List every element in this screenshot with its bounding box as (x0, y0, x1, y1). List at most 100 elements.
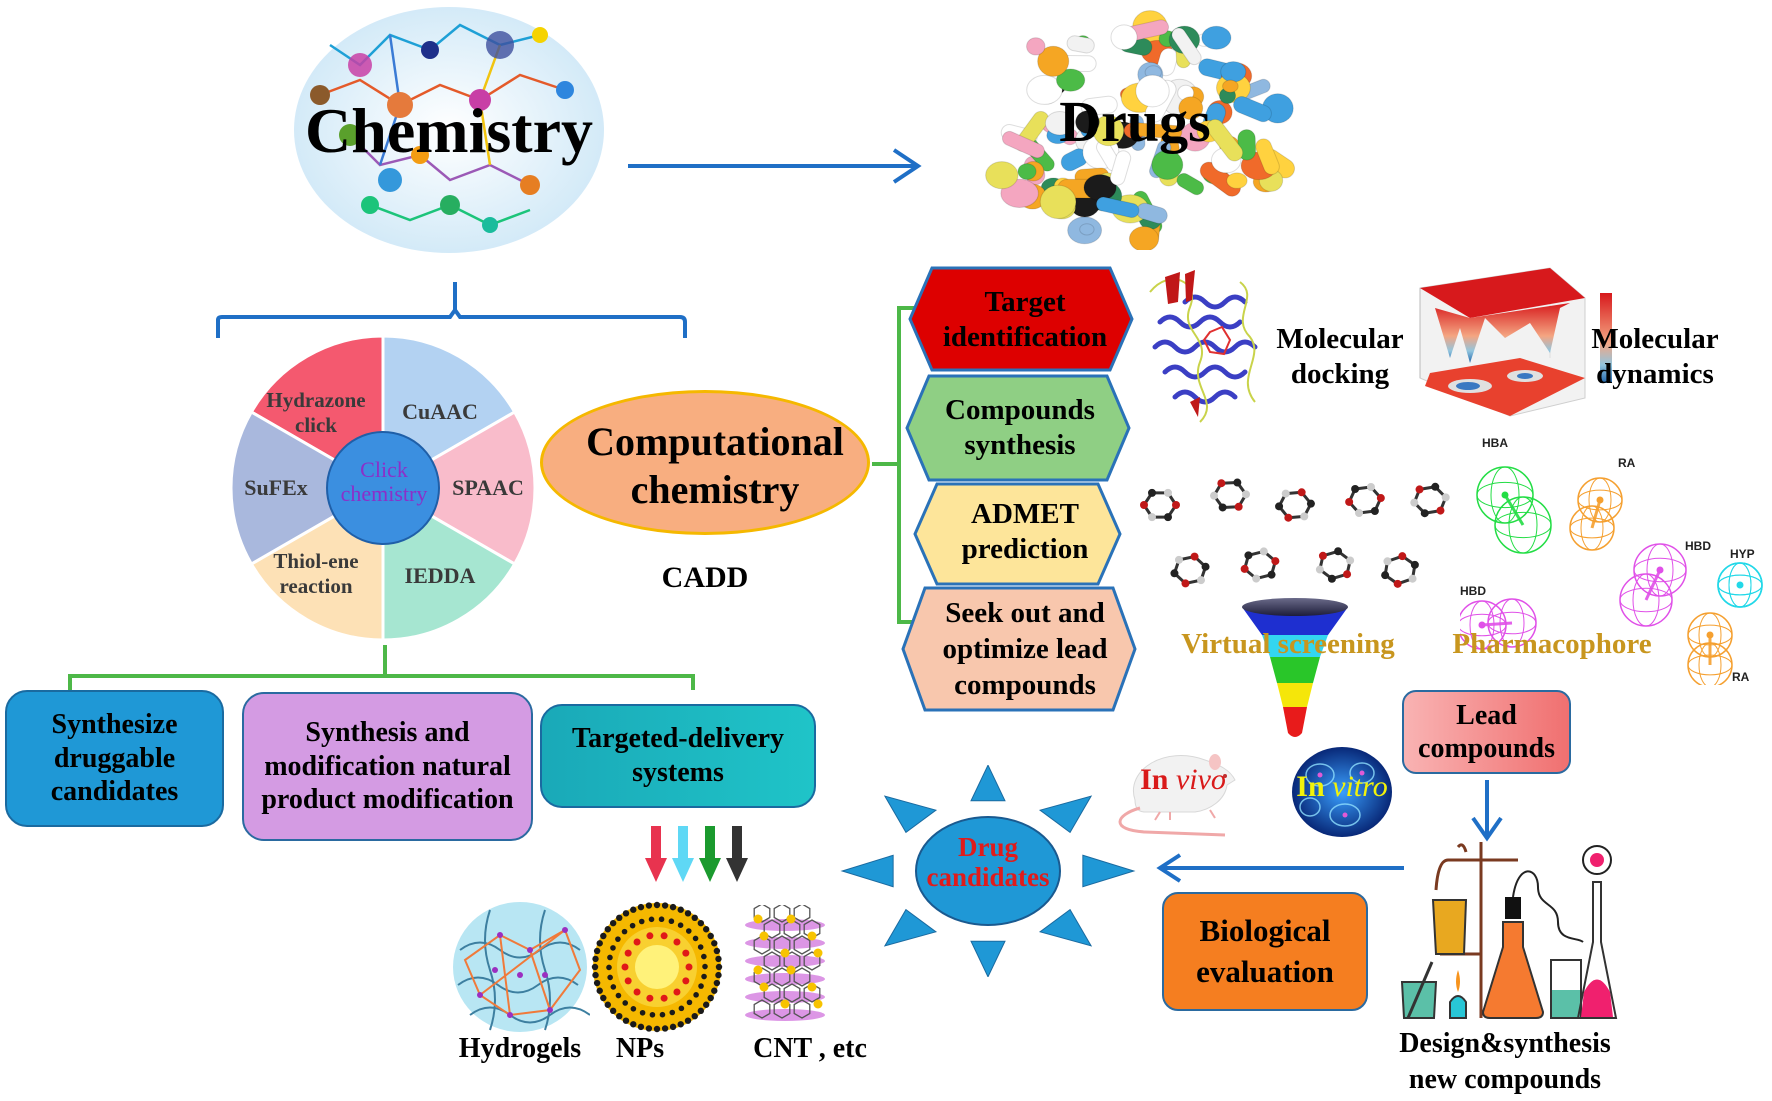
sun-ray (1038, 908, 1093, 947)
sun-ray (1082, 854, 1136, 888)
natural-product-modification-box: Synthesis and modification natural produ… (242, 692, 533, 841)
sun-center (915, 816, 1061, 926)
click-chemistry-wheel: Hydrazone click CuAAC SPAAC IEDDA Thiol-… (228, 333, 538, 643)
synthesize-druggable-candidates-box: Synthesize druggable candidates (5, 690, 224, 827)
free-energy-surface-icon (1419, 267, 1612, 417)
cnt-drug-dot (786, 965, 796, 975)
wheel-segment (229, 409, 387, 567)
natural-product-modification-label: Synthesis and modification natural produ… (261, 717, 514, 816)
chemistry-image: Chemistry (290, 5, 608, 255)
delivery-arrow-head (645, 858, 667, 882)
lead-compounds-box: Lead compounds (1402, 690, 1571, 774)
step-admet-prediction-label: ADMET prediction (961, 497, 1089, 565)
cnt-drug-dot (753, 914, 763, 924)
cadd-step-hexagon (905, 374, 1131, 482)
cadd-step-hexagon (908, 266, 1134, 372)
molecule-model (1315, 547, 1355, 583)
pharmacophore-label: Pharmacophore (1452, 628, 1652, 660)
cnt-hexagon (783, 983, 801, 1003)
step-compounds-synthesis-label: Compounds synthesis (945, 393, 1095, 461)
pharmacophore-feature-label: RA (1618, 456, 1636, 470)
delivery-arrow-shaft (705, 826, 715, 860)
wheel-label-spaac: SPAAC (452, 475, 524, 500)
targeted-delivery-systems-box: Targeted-delivery systems (540, 704, 816, 808)
molecular-dynamics-label: Molecular dynamics (1591, 323, 1719, 391)
cnt-drug-dot (780, 999, 790, 1009)
cnt-hexagon (763, 919, 781, 939)
in-vitro-italic: vitro (1332, 770, 1388, 803)
carbon-nanotube-icon (745, 903, 825, 1021)
pharmacophore-feature: HYP (1717, 547, 1763, 608)
blue-bracket (216, 282, 687, 338)
funnel-icon (1242, 598, 1348, 737)
pill-capsule (1156, 47, 1178, 77)
cadd-label: CADD (661, 561, 749, 594)
pill-tablet (1055, 68, 1086, 92)
pill-tablet (1075, 110, 1100, 134)
sun-ray (1038, 795, 1093, 834)
pharmacophore-feature-label: HYP (1730, 547, 1755, 561)
step-lead-optimization-label: Seek out and optimize lead compounds (942, 596, 1108, 702)
molecule-model (1381, 552, 1419, 588)
cnt-drug-dot (807, 931, 817, 941)
cnt-hexagon (753, 999, 771, 1019)
pills-icon (985, 10, 1296, 252)
in-vitro-image: In vitro (1290, 745, 1395, 840)
molecule-model (1140, 488, 1180, 522)
cnt-drug-dot (780, 948, 790, 958)
pharmacophore-feature-label: HBD (1460, 584, 1486, 598)
hydrogel-image (450, 900, 591, 1035)
cnt-helix-band (745, 955, 825, 967)
cnt-drug-dot (786, 914, 796, 924)
cnt-drug-dot (759, 982, 769, 992)
lab-equipment-icon (1400, 842, 1618, 1019)
cnt-hexagon (803, 983, 821, 1003)
carrier-label-nps: NPs (615, 1033, 665, 1064)
wheel-label-sufex: SuFEx (244, 475, 308, 500)
cnt-helix-band (745, 919, 825, 931)
sun-ray (883, 795, 938, 834)
sunburst-icon (840, 763, 1136, 979)
pill-tablet (1026, 37, 1046, 56)
cnt-hexagon (753, 935, 771, 955)
pharmacophore-feature: HBD (1619, 539, 1711, 627)
cnt-drug-dot (813, 948, 823, 958)
targeted-delivery-systems-label: Targeted-delivery systems (571, 723, 785, 788)
pill-capsule (1001, 130, 1045, 159)
pharmacophore-feature-label: RA (1732, 670, 1750, 684)
cells-icon (1292, 747, 1392, 837)
design-to-candidates-arrow (1156, 853, 1404, 883)
delivery-arrows (645, 826, 748, 882)
drug-candidates-label: Drug candidates (926, 832, 1050, 892)
green-bracket-applications (68, 645, 695, 690)
virtual-screening-label: Virtual screening (1181, 628, 1395, 660)
pill-tablet (1044, 111, 1075, 136)
in-vitro-prefix: In (1296, 770, 1333, 803)
pill-tablet (1037, 45, 1070, 77)
pill-capsule (1176, 172, 1205, 196)
pill-tablet (1222, 79, 1239, 93)
pill-tablet (1026, 74, 1063, 105)
carrier-label-cnt: CNT , etc (753, 1033, 867, 1064)
carrier-label-hydrogels: Hydrogels (458, 1033, 582, 1064)
green-bracket-cadd (872, 306, 916, 624)
delivery-arrow-head (699, 858, 721, 882)
pill-tablet (985, 161, 1019, 190)
molecule-model (1240, 547, 1280, 583)
pill-capsule (1095, 196, 1140, 219)
small-molecules-library-icon (1140, 478, 1450, 588)
cnt-hexagon (793, 935, 811, 955)
nanoparticle-icon (591, 901, 723, 1033)
molecule-model (1210, 478, 1250, 512)
cnt-hexagon (783, 919, 801, 939)
synthesize-druggable-candidates-label: Synthesize druggable candidates (50, 709, 179, 808)
drugs-image: Drugs (965, 8, 1305, 252)
molecule-model (1345, 483, 1385, 517)
computational-chemistry-ellipse (540, 390, 870, 535)
cnt-drug-dot (753, 965, 763, 975)
cnt-hexagon (763, 951, 781, 971)
energy-landscape-image (1410, 258, 1620, 418)
carbon-nanotube-image (740, 903, 830, 1030)
pharmacophore-feature: HBA (1476, 436, 1552, 554)
pill-capsule (1066, 35, 1095, 54)
